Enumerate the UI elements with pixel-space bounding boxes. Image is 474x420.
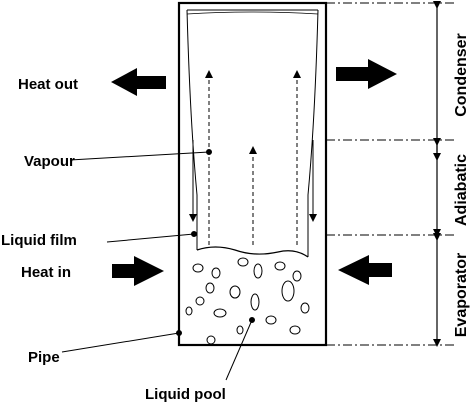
pipe-walls xyxy=(177,1,328,347)
vapour-flow-arrows xyxy=(205,70,301,245)
condenser-label: Condenser xyxy=(453,33,470,117)
heat-out-label: Heat out xyxy=(18,76,78,93)
heat-in-label: Heat in xyxy=(21,264,71,281)
vapour-label: Vapour xyxy=(24,153,75,170)
heat-out-arrows xyxy=(111,59,397,96)
adiabatic-label: Adiabatic xyxy=(453,154,470,226)
liquid-pool-bubbles xyxy=(185,257,310,345)
liquid-film-label: Liquid film xyxy=(1,232,77,249)
heat-in-arrows xyxy=(112,255,392,286)
liquid-surface xyxy=(196,246,309,258)
liquid-pool-label: Liquid pool xyxy=(145,386,226,403)
section-dividers xyxy=(326,2,455,346)
callout-lines xyxy=(61,149,255,381)
pipe-label: Pipe xyxy=(28,349,60,366)
evaporator-label: Evaporator xyxy=(453,253,470,337)
